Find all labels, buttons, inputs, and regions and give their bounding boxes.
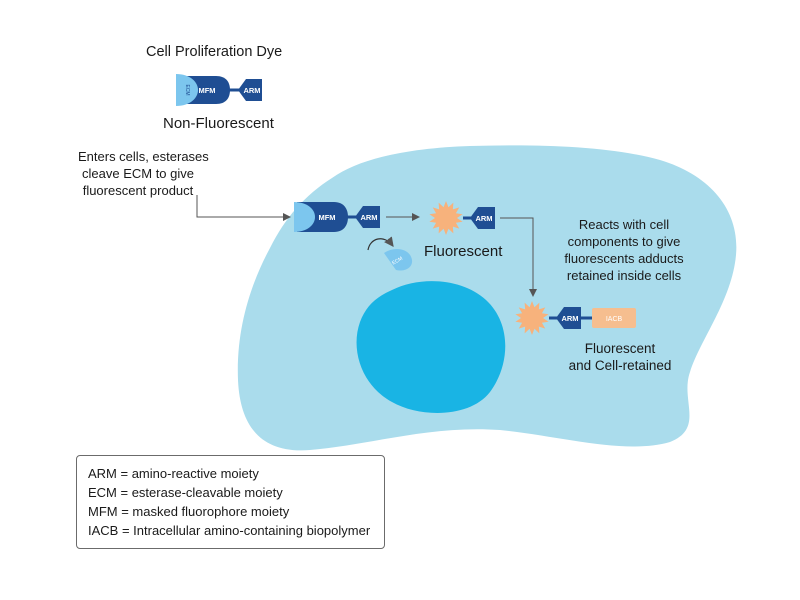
- legend-item: MFM = masked fluorophore moiety: [88, 504, 290, 519]
- svg-text:ARM: ARM: [475, 214, 492, 223]
- fluorophore-star-shape: [429, 201, 463, 235]
- mfm-label: MFM: [198, 86, 215, 95]
- molecule-retained: ARM IACB: [515, 301, 636, 335]
- iacb-block: [592, 308, 636, 328]
- arm-label: ARM: [243, 86, 260, 95]
- arm-pentagon: [238, 79, 262, 101]
- iacb-label: IACB: [606, 316, 623, 323]
- label-non-fluorescent: Non-Fluorescent: [163, 115, 274, 132]
- svg-text:ECM: ECM: [184, 84, 190, 95]
- ecm-cap: [294, 202, 315, 232]
- label-fluorescent-retained: Fluorescent and Cell-retained: [568, 341, 672, 373]
- legend-item: ARM = amino-reactive moiety: [88, 466, 259, 481]
- molecule-fluorescent: ARM: [429, 201, 495, 235]
- arrow-enter: [196, 195, 291, 221]
- legend-box: ARM = amino-reactive moiety ECM = estera…: [76, 455, 385, 549]
- molecule-in-cell: MFM ARM: [294, 202, 380, 232]
- cleaved-ecm: [384, 248, 413, 271]
- svg-text:ARM: ARM: [360, 213, 377, 222]
- arrow-ecm-release: [367, 236, 394, 251]
- step-enter-text: Enters cells, esterases cleave ECM to gi…: [78, 149, 209, 198]
- svg-text:ARM: ARM: [561, 314, 578, 323]
- legend-item: IACB = Intracellular amino-containing bi…: [88, 523, 371, 538]
- fluorophore-star: [429, 201, 463, 235]
- step-react-text: Reacts with cell components to give fluo…: [564, 217, 684, 283]
- diagram-title: Cell Proliferation Dye: [146, 44, 283, 60]
- fluorophore-star: [515, 301, 549, 335]
- ecm-cap: [176, 74, 198, 106]
- nucleus: [356, 281, 506, 413]
- legend-item: ECM = esterase-cleavable moiety: [88, 485, 283, 500]
- molecule-non-fluorescent: ECM MFM ARM: [176, 74, 262, 106]
- label-fluorescent: Fluorescent: [424, 243, 503, 260]
- cell-body: [237, 145, 737, 451]
- arrow-react: [500, 217, 537, 297]
- fluorophore-star-shape: [515, 301, 549, 335]
- svg-text:MFM: MFM: [318, 213, 335, 222]
- svg-text:ECM: ECM: [391, 256, 404, 267]
